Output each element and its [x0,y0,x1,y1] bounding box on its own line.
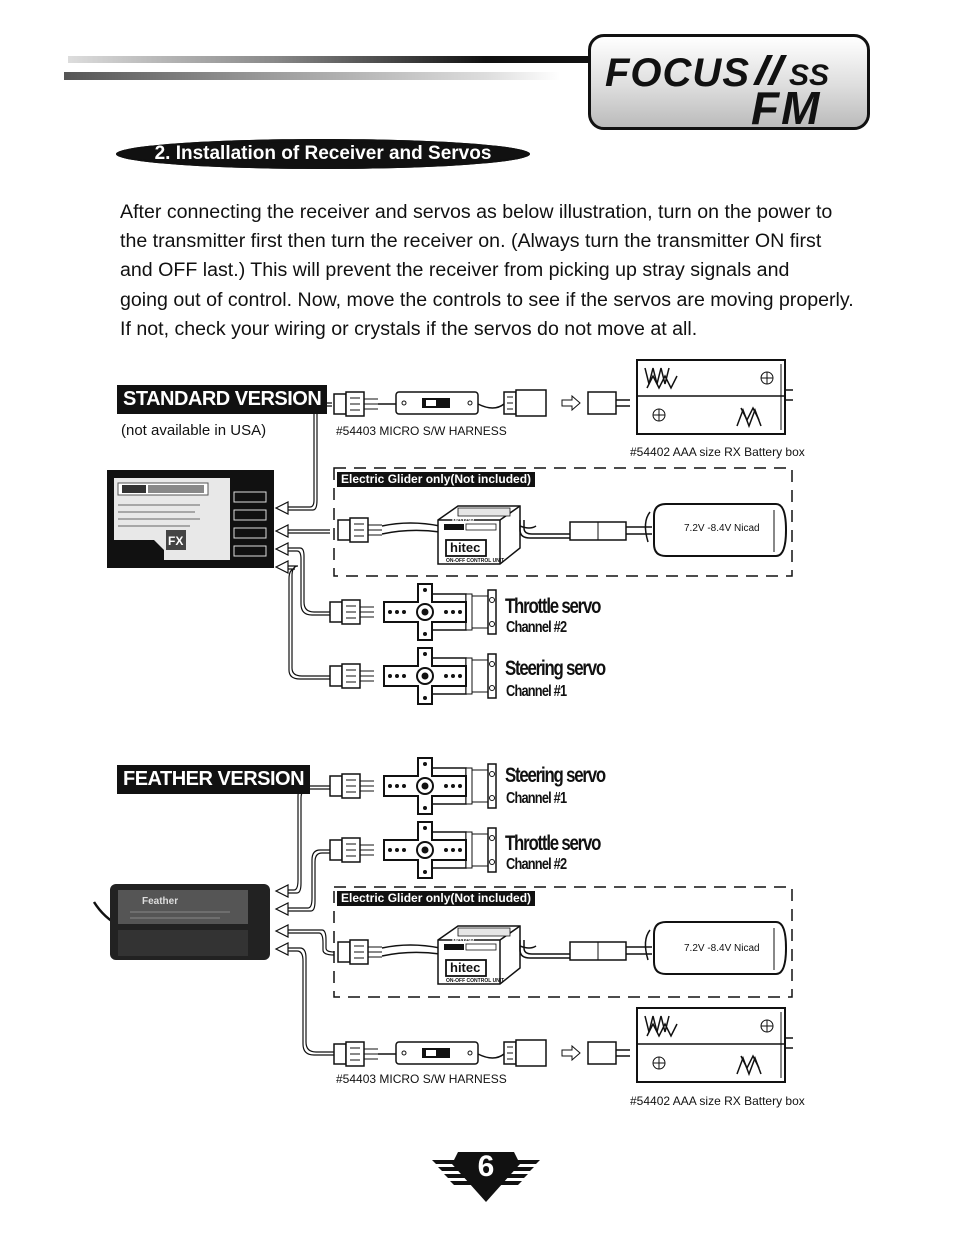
feather-receiver: Feather [92,884,270,960]
standard-glider-box [333,467,793,577]
standard-switch-harness [334,390,630,416]
section-title: 2. Installation of Receiver and Servos [154,143,492,164]
feather-servo1-channel: Channel #1 [506,790,567,807]
standard-throttle-servo [383,583,497,641]
feather-glider-plug [337,939,383,965]
standard-version-note: (not available in USA) [121,422,267,439]
standard-nicad-label: 7.2V -8.4V Nicad [684,523,760,534]
paragraph-line: After connecting the receiver and servos… [120,201,833,223]
logo-focus-text: FOCUS [605,51,750,95]
standard-battery-box-label: #54402 AAA size RX Battery box [630,445,805,459]
feather-harness-label: #54403 MICRO S/W HARNESS [336,1072,507,1086]
hitec-brand: hitec [450,960,481,975]
feather-throttle-servo [383,821,497,879]
standard-battery-box [636,359,794,435]
focus-ss-fm-logo: FOCUS SS FM [588,34,870,134]
logo-ss-text: SS [789,59,830,92]
hitec-brand: hitec [450,540,481,555]
logo-slash-icon [753,55,787,85]
feather-battery-box-label: #54402 AAA size RX Battery box [630,1094,805,1108]
feather-throttle-servo-plug [329,837,375,863]
feather-servo1-name: Steering servo [505,764,606,787]
feather-nicad-label: 7.2V -8.4V Nicad [684,943,760,954]
instructions-paragraph: After connecting the receiver and servos… [120,198,860,344]
feather-steering-servo [383,757,497,815]
header-rule-top [68,56,590,63]
standard-steering-servo-plug [329,663,375,689]
header-rule-bottom [64,72,560,80]
paragraph-line: If not, check your wiring or crystals if… [120,317,698,340]
page-number: 6 [477,1150,495,1183]
svg-text:FX: FX [168,534,183,548]
standard-glider-label: Electric Glider only(Not included) [337,472,536,487]
standard-servo2-name: Steering servo [505,657,606,680]
motor-tag: MOTOR [452,939,475,945]
standard-version-label: STANDARD VERSION [117,385,328,414]
feather-steering-servo-plug [329,773,375,799]
feather-wires [286,785,335,1056]
section-heading: 2. Installation of Receiver and Servos [116,139,530,169]
feather-version-label: FEATHER VERSION [117,765,311,794]
standard-servo1-name: Throttle servo [505,595,601,618]
logo-fm-text: FM [751,82,822,134]
control-unit-label: ON-OFF CONTROL UNIT [446,558,505,564]
svg-text:Feather: Feather [142,896,178,907]
standard-arrowheads [274,501,289,574]
motor-tag: MOTOR [452,519,475,525]
standard-servo2-channel: Channel #1 [506,683,567,700]
standard-glider-plug [337,517,383,543]
standard-harness-label: #54403 MICRO S/W HARNESS [336,424,507,438]
control-unit-label: ON-OFF CONTROL UNIT [446,978,505,984]
standard-wires [286,402,332,680]
feather-arrowheads [274,884,289,956]
standard-receiver: FX [107,470,274,568]
page-number-badge [432,1152,540,1202]
standard-throttle-servo-plug [329,599,375,625]
standard-steering-servo [383,647,497,705]
standard-servo1-channel: Channel #2 [506,619,567,636]
feather-battery-box [636,1007,794,1083]
paragraph-line: going out of control. Now, move the cont… [120,288,854,311]
feather-servo2-name: Throttle servo [505,832,601,855]
feather-servo2-channel: Channel #2 [506,856,567,873]
paragraph-line: and OFF last.) This will prevent the rec… [120,259,790,282]
paragraph-line: the transmitter first then turn the rece… [120,230,822,253]
feather-switch-harness [334,1040,630,1066]
feather-glider-label: Electric Glider only(Not included) [337,891,536,906]
feather-glider-box [333,886,793,998]
